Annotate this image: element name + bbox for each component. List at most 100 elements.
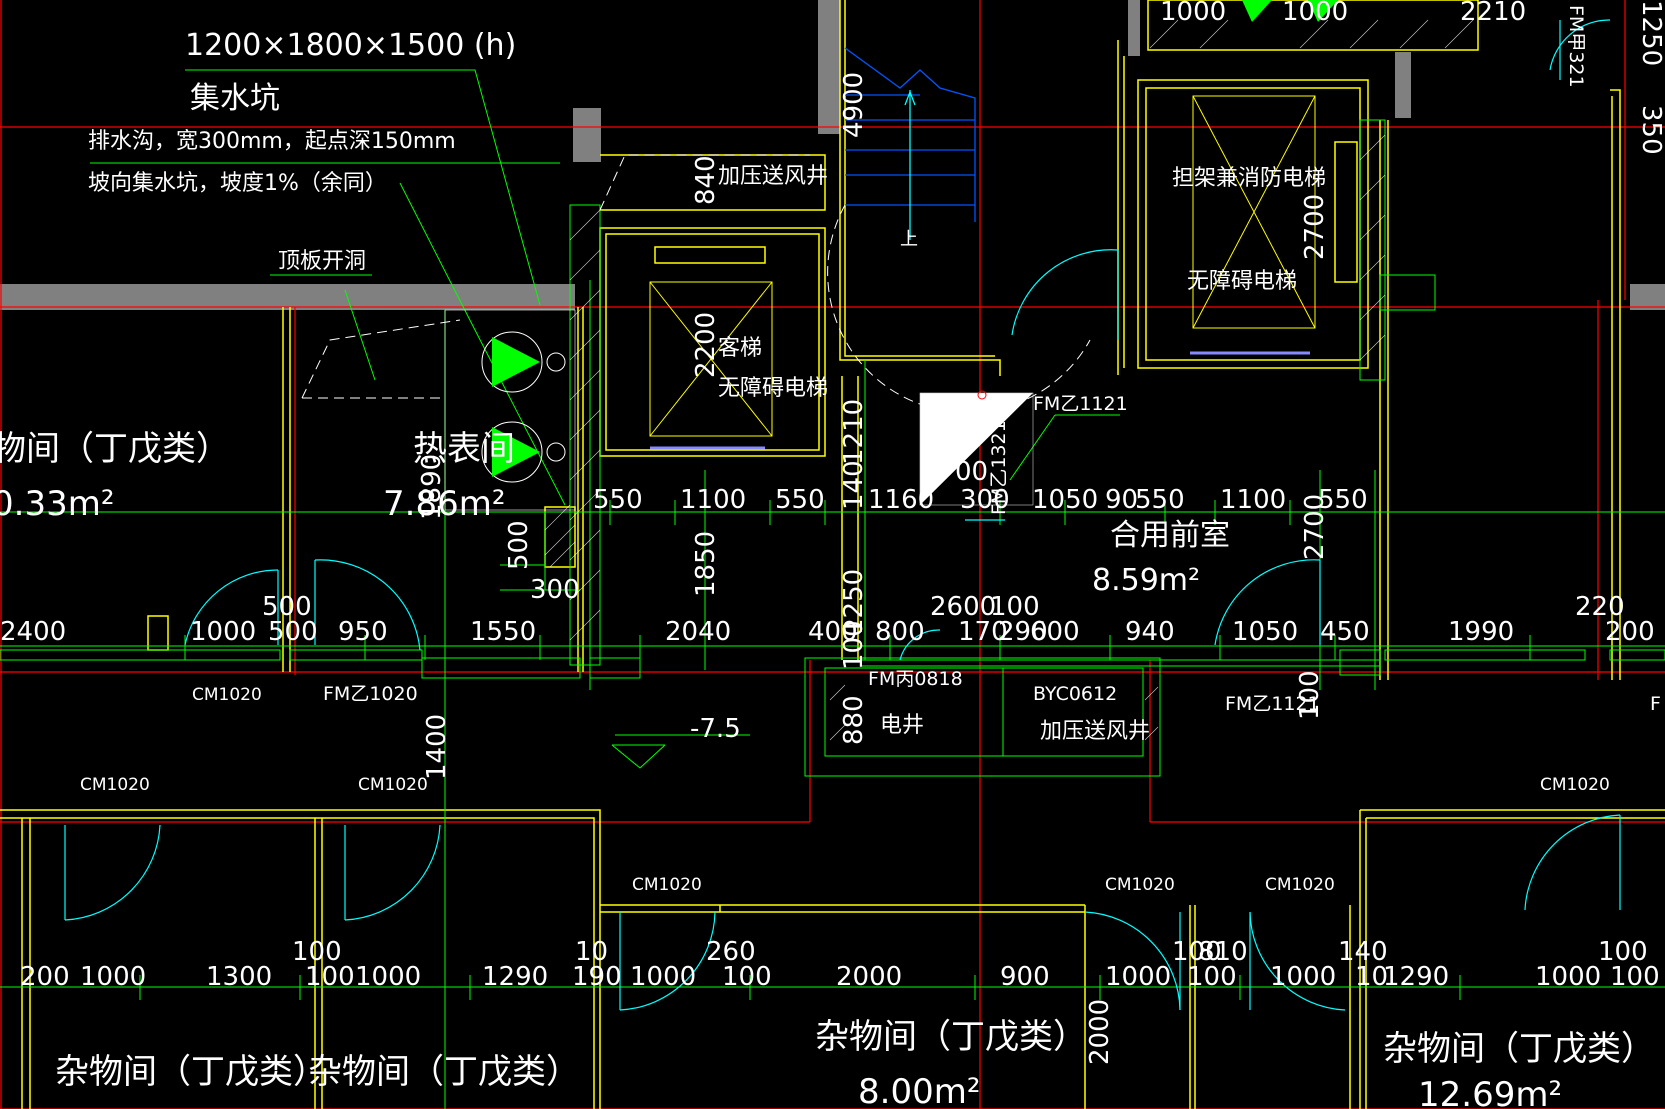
dim-h-2600: 2600 bbox=[930, 592, 996, 622]
sump-pump-2 bbox=[481, 421, 566, 483]
dim-h-1290b: 1290 bbox=[1383, 962, 1449, 992]
dimension-lines bbox=[0, 69, 1665, 1109]
dim-h-140: 140 bbox=[1338, 937, 1388, 967]
dim-h-200b: 200 bbox=[20, 962, 70, 992]
dim-v-140: 140 bbox=[839, 460, 869, 510]
door-label-cm1020-a: CM1020 bbox=[192, 685, 262, 705]
dimension-texts: 1000 1000 2210 1250 350 4900 840 2700 22… bbox=[0, 0, 1665, 1065]
dim-top-1000b: 1000 bbox=[1282, 0, 1348, 27]
door-label-cm1020-d: CM1020 bbox=[632, 875, 702, 895]
stair-up-label: 上 bbox=[900, 229, 918, 250]
room-label-storage-bottom-right: 杂物间（丁戊类） bbox=[1383, 1029, 1655, 1069]
room-label-accessible-elevator-right: 无障碍电梯 bbox=[1187, 269, 1297, 294]
dim-h-550d: 550 bbox=[1318, 485, 1368, 515]
dim-h-260: 260 bbox=[706, 937, 756, 967]
dim-h-300b: 300 bbox=[530, 575, 580, 605]
dim-h-550c: 550 bbox=[1135, 485, 1185, 515]
dim-top-2210: 2210 bbox=[1460, 0, 1526, 27]
dim-v-1890: 1890 bbox=[417, 454, 447, 520]
room-area-storage-left: 0.33m² bbox=[0, 484, 114, 524]
level-mark: -7.5 bbox=[690, 714, 741, 744]
dim-h-940: 940 bbox=[1125, 617, 1175, 647]
room-area-shared-lobby: 8.59m² bbox=[1092, 563, 1200, 598]
room-area-storage-bottom-right: 12.69m² bbox=[1418, 1075, 1562, 1109]
dim-h-100e: 100 bbox=[305, 962, 355, 992]
dim-h-00: 00 bbox=[955, 457, 988, 487]
dim-v-2000: 2000 bbox=[1085, 999, 1115, 1065]
drain-note-2: 坡向集水坑，坡度1%（余同） bbox=[88, 171, 387, 196]
dim-v-100a: 100 bbox=[839, 620, 869, 670]
dim-h-10b: 10 bbox=[1355, 962, 1388, 992]
dim-v-2700b: 2700 bbox=[1300, 494, 1330, 560]
dim-h-100d: 100 bbox=[1598, 937, 1648, 967]
dim-h-1000e: 1000 bbox=[1105, 962, 1171, 992]
dim-h-100c: 100 bbox=[1172, 937, 1222, 967]
dim-h-950: 950 bbox=[338, 617, 388, 647]
dim-h-100h: 100 bbox=[1610, 962, 1660, 992]
dim-h-450: 450 bbox=[1320, 617, 1370, 647]
door-label-cm1020-e: CM1020 bbox=[1105, 875, 1175, 895]
door-label-fm-edge: F bbox=[1650, 693, 1661, 715]
door-label-fmy1121-right: FM乙1121 bbox=[1225, 693, 1320, 715]
dim-h-1000a: 1000 bbox=[190, 617, 256, 647]
dim-h-1550: 1550 bbox=[470, 617, 536, 647]
door-label-byc0612: BYC0612 bbox=[1033, 683, 1117, 705]
dim-h-100a: 100 bbox=[990, 592, 1040, 622]
room-label-storage-bottom-2: 杂物间（丁戊类） bbox=[308, 1052, 580, 1092]
dim-h-1000c: 1000 bbox=[355, 962, 421, 992]
door-label-cm1020-f: CM1020 bbox=[1265, 875, 1335, 895]
dim-top-1000a: 1000 bbox=[1160, 0, 1226, 27]
dim-v-1850: 1850 bbox=[691, 531, 721, 597]
dim-h-900: 900 bbox=[1000, 962, 1050, 992]
drain-note-1: 排水沟，宽300mm，起点深150mm bbox=[88, 129, 456, 154]
pump-top-right bbox=[1242, 0, 1338, 22]
dim-h-1000b: 1000 bbox=[80, 962, 146, 992]
room-area-storage-bottom-center: 8.00m² bbox=[858, 1072, 980, 1109]
heat-meter-equipment-area bbox=[444, 309, 576, 511]
room-label-storage-bottom-center: 杂物间（丁戊类） bbox=[815, 1017, 1087, 1057]
dim-v-1400: 1400 bbox=[422, 714, 452, 780]
dim-h-190: 190 bbox=[572, 962, 622, 992]
dim-h-200a: 200 bbox=[1605, 617, 1655, 647]
dim-h-500c: 500 bbox=[268, 617, 318, 647]
dim-v-4900: 4900 bbox=[839, 72, 869, 138]
dim-v-500a: 500 bbox=[504, 520, 534, 570]
dim-h-1990: 1990 bbox=[1448, 617, 1514, 647]
dim-right-350: 350 bbox=[1636, 105, 1665, 155]
sump-label: 集水坑 bbox=[190, 81, 280, 116]
door-label-fmy1121-top: FM乙1121 bbox=[1033, 393, 1128, 415]
grip-marker bbox=[977, 390, 987, 400]
room-label-passenger-elevator: 客梯 bbox=[718, 336, 762, 361]
dim-h-100g: 100 bbox=[1187, 962, 1237, 992]
stair-swing-arc bbox=[827, 204, 1091, 413]
room-label-storage-bottom-1: 杂物间（丁戊类） bbox=[55, 1052, 327, 1092]
dim-h-2040: 2040 bbox=[665, 617, 731, 647]
dim-h-90: 90 bbox=[1105, 485, 1138, 515]
drain-outlines bbox=[301, 154, 810, 399]
room-labels: 物间（丁戊类） 0.33m² 热表间 7.86m² 加压送风井 客梯 无障碍电梯… bbox=[0, 164, 1655, 1109]
dim-v-1210: 1210 bbox=[839, 399, 869, 465]
dim-h-100f: 100 bbox=[722, 962, 772, 992]
dim-h-1300: 1300 bbox=[206, 962, 272, 992]
room-label-heat-meter: 热表间 bbox=[413, 429, 515, 469]
door-label-cm1020-g: CM1020 bbox=[1540, 775, 1610, 795]
doors bbox=[64, 19, 1621, 1011]
sump-pump-1 bbox=[481, 331, 566, 393]
dim-h-170: 170 bbox=[958, 617, 1008, 647]
dim-h-600: 600 bbox=[1030, 617, 1080, 647]
room-label-stretcher-elevator: 担架兼消防电梯 bbox=[1172, 166, 1326, 191]
dim-h-1000g: 1000 bbox=[1535, 962, 1601, 992]
dim-h-1000d: 1000 bbox=[630, 962, 696, 992]
dim-h-1290a: 1290 bbox=[482, 962, 548, 992]
room-label-electric-shaft: 电井 bbox=[880, 713, 924, 738]
dim-top-1250: 1250 bbox=[1636, 0, 1665, 66]
sump-size-label: 1200×1800×1500 (h) bbox=[185, 28, 516, 63]
selection-box bbox=[919, 392, 1034, 506]
dim-h-400: 400 bbox=[808, 617, 858, 647]
dim-h-10a: 10 bbox=[575, 937, 608, 967]
room-label-shared-lobby: 合用前室 bbox=[1110, 518, 1230, 553]
door-label-fmj321: FM甲321 bbox=[1565, 5, 1587, 88]
room-label-storage-left: 物间（丁戊类） bbox=[0, 429, 230, 469]
dim-h-550a: 550 bbox=[593, 485, 643, 515]
room-label-pressurized-shaft-bottom: 加压送风井 bbox=[1040, 719, 1150, 744]
